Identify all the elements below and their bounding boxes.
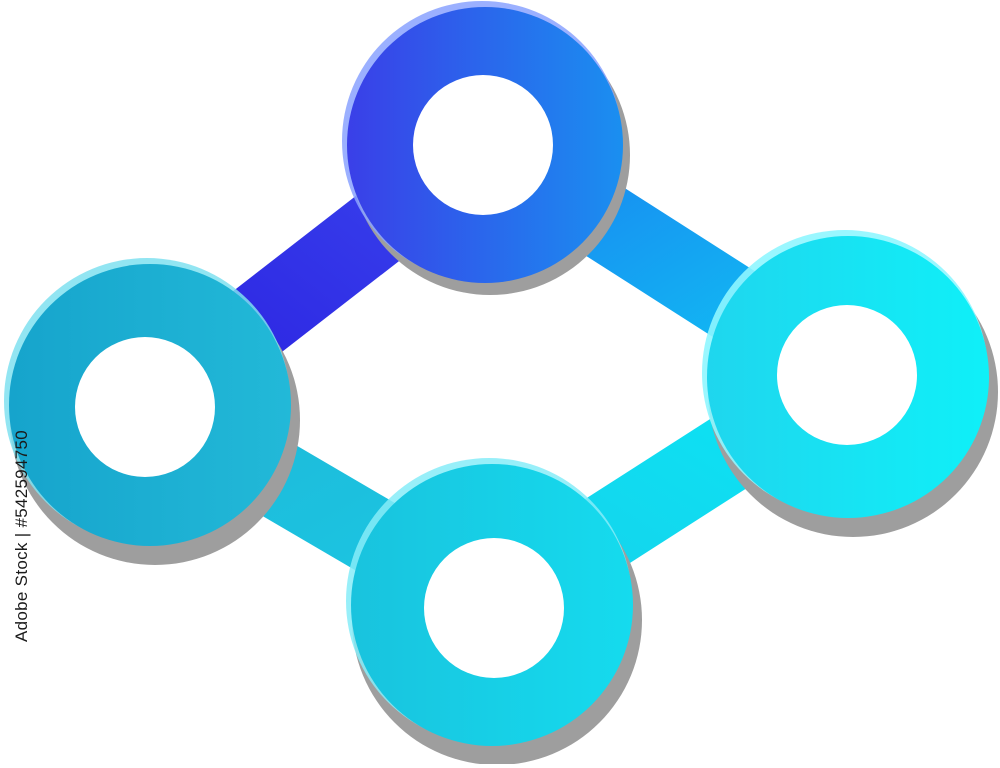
node-top-hole <box>413 75 553 215</box>
node-right-hole <box>777 305 917 445</box>
stock-id-text: Adobe Stock | #542594750 <box>12 429 31 642</box>
node-left-hole <box>75 337 215 477</box>
node-right <box>702 230 989 518</box>
node-bottom-hole <box>424 538 564 678</box>
node-bottom <box>346 458 633 746</box>
node-top <box>342 1 623 283</box>
node-left <box>4 258 291 546</box>
